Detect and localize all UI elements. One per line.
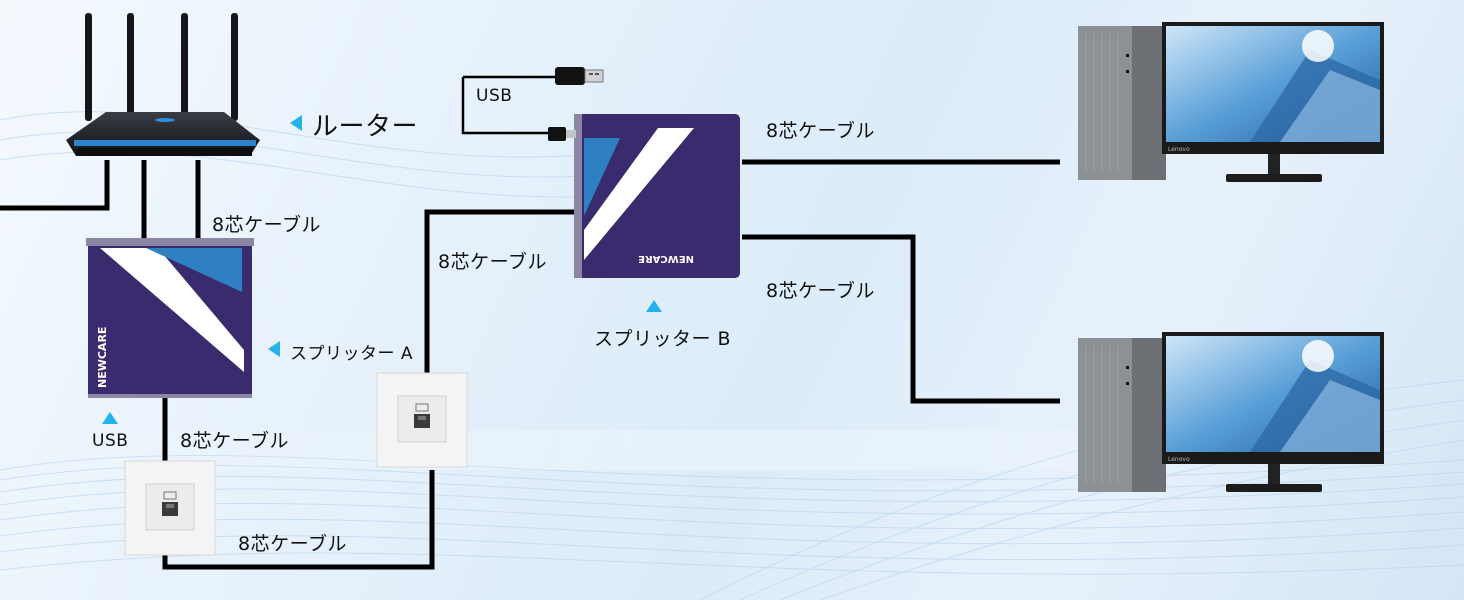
label-cable-b-pc2: 8芯ケーブル [766, 280, 875, 302]
micro-usb-plug-icon [548, 127, 576, 141]
cable-router-left [0, 160, 110, 211]
pointer-triangle-splitter-b-icon [646, 300, 662, 312]
cable-plate-to-plate [162, 470, 435, 570]
splitter-b-brand: NEWCARE [638, 253, 694, 264]
pointer-triangle-router-icon [290, 115, 302, 131]
monitor-2-icon: Lenovo [1162, 332, 1384, 492]
pc-tower-1-icon [1078, 26, 1166, 180]
label-cable-plate-b: 8芯ケーブル [438, 251, 547, 273]
wall-plate-2-icon [124, 460, 216, 556]
pointer-triangle-splitter-a-icon [268, 341, 280, 357]
pointer-triangle-usb-icon [102, 412, 118, 424]
usb-plug-icon [555, 67, 604, 85]
label-usb-top: USB [476, 86, 513, 106]
pc-tower-2-icon [1078, 338, 1166, 492]
wall-plate-1-icon [376, 372, 468, 468]
label-cable-router-a: 8芯ケーブル [212, 214, 321, 236]
monitor-1-icon: Lenovo [1162, 22, 1384, 182]
cable-splitter-b-pc2 [742, 234, 1060, 404]
label-cable-b-pc1: 8芯ケーブル [766, 120, 875, 142]
label-cable-plate-plate: 8芯ケーブル [238, 533, 347, 555]
monitor-2-brand: Lenovo [1168, 456, 1190, 463]
monitor-1-brand: Lenovo [1168, 146, 1190, 153]
label-router: ルーター [312, 112, 419, 142]
label-cable-a-plate: 8芯ケーブル [180, 430, 289, 452]
label-splitter-b: スプリッター B [594, 328, 732, 350]
cable-usb [461, 75, 560, 135]
label-splitter-a: スプリッター A [290, 344, 414, 364]
cable-plate-splitter-b [424, 209, 578, 373]
label-usb-bottom: USB [92, 431, 129, 451]
splitter-b-icon: NEWCARE [574, 114, 740, 278]
splitter-a-icon: NEWCARE [86, 238, 254, 398]
splitter-a-brand: NEWCARE [96, 327, 109, 388]
router-icon [66, 13, 260, 156]
